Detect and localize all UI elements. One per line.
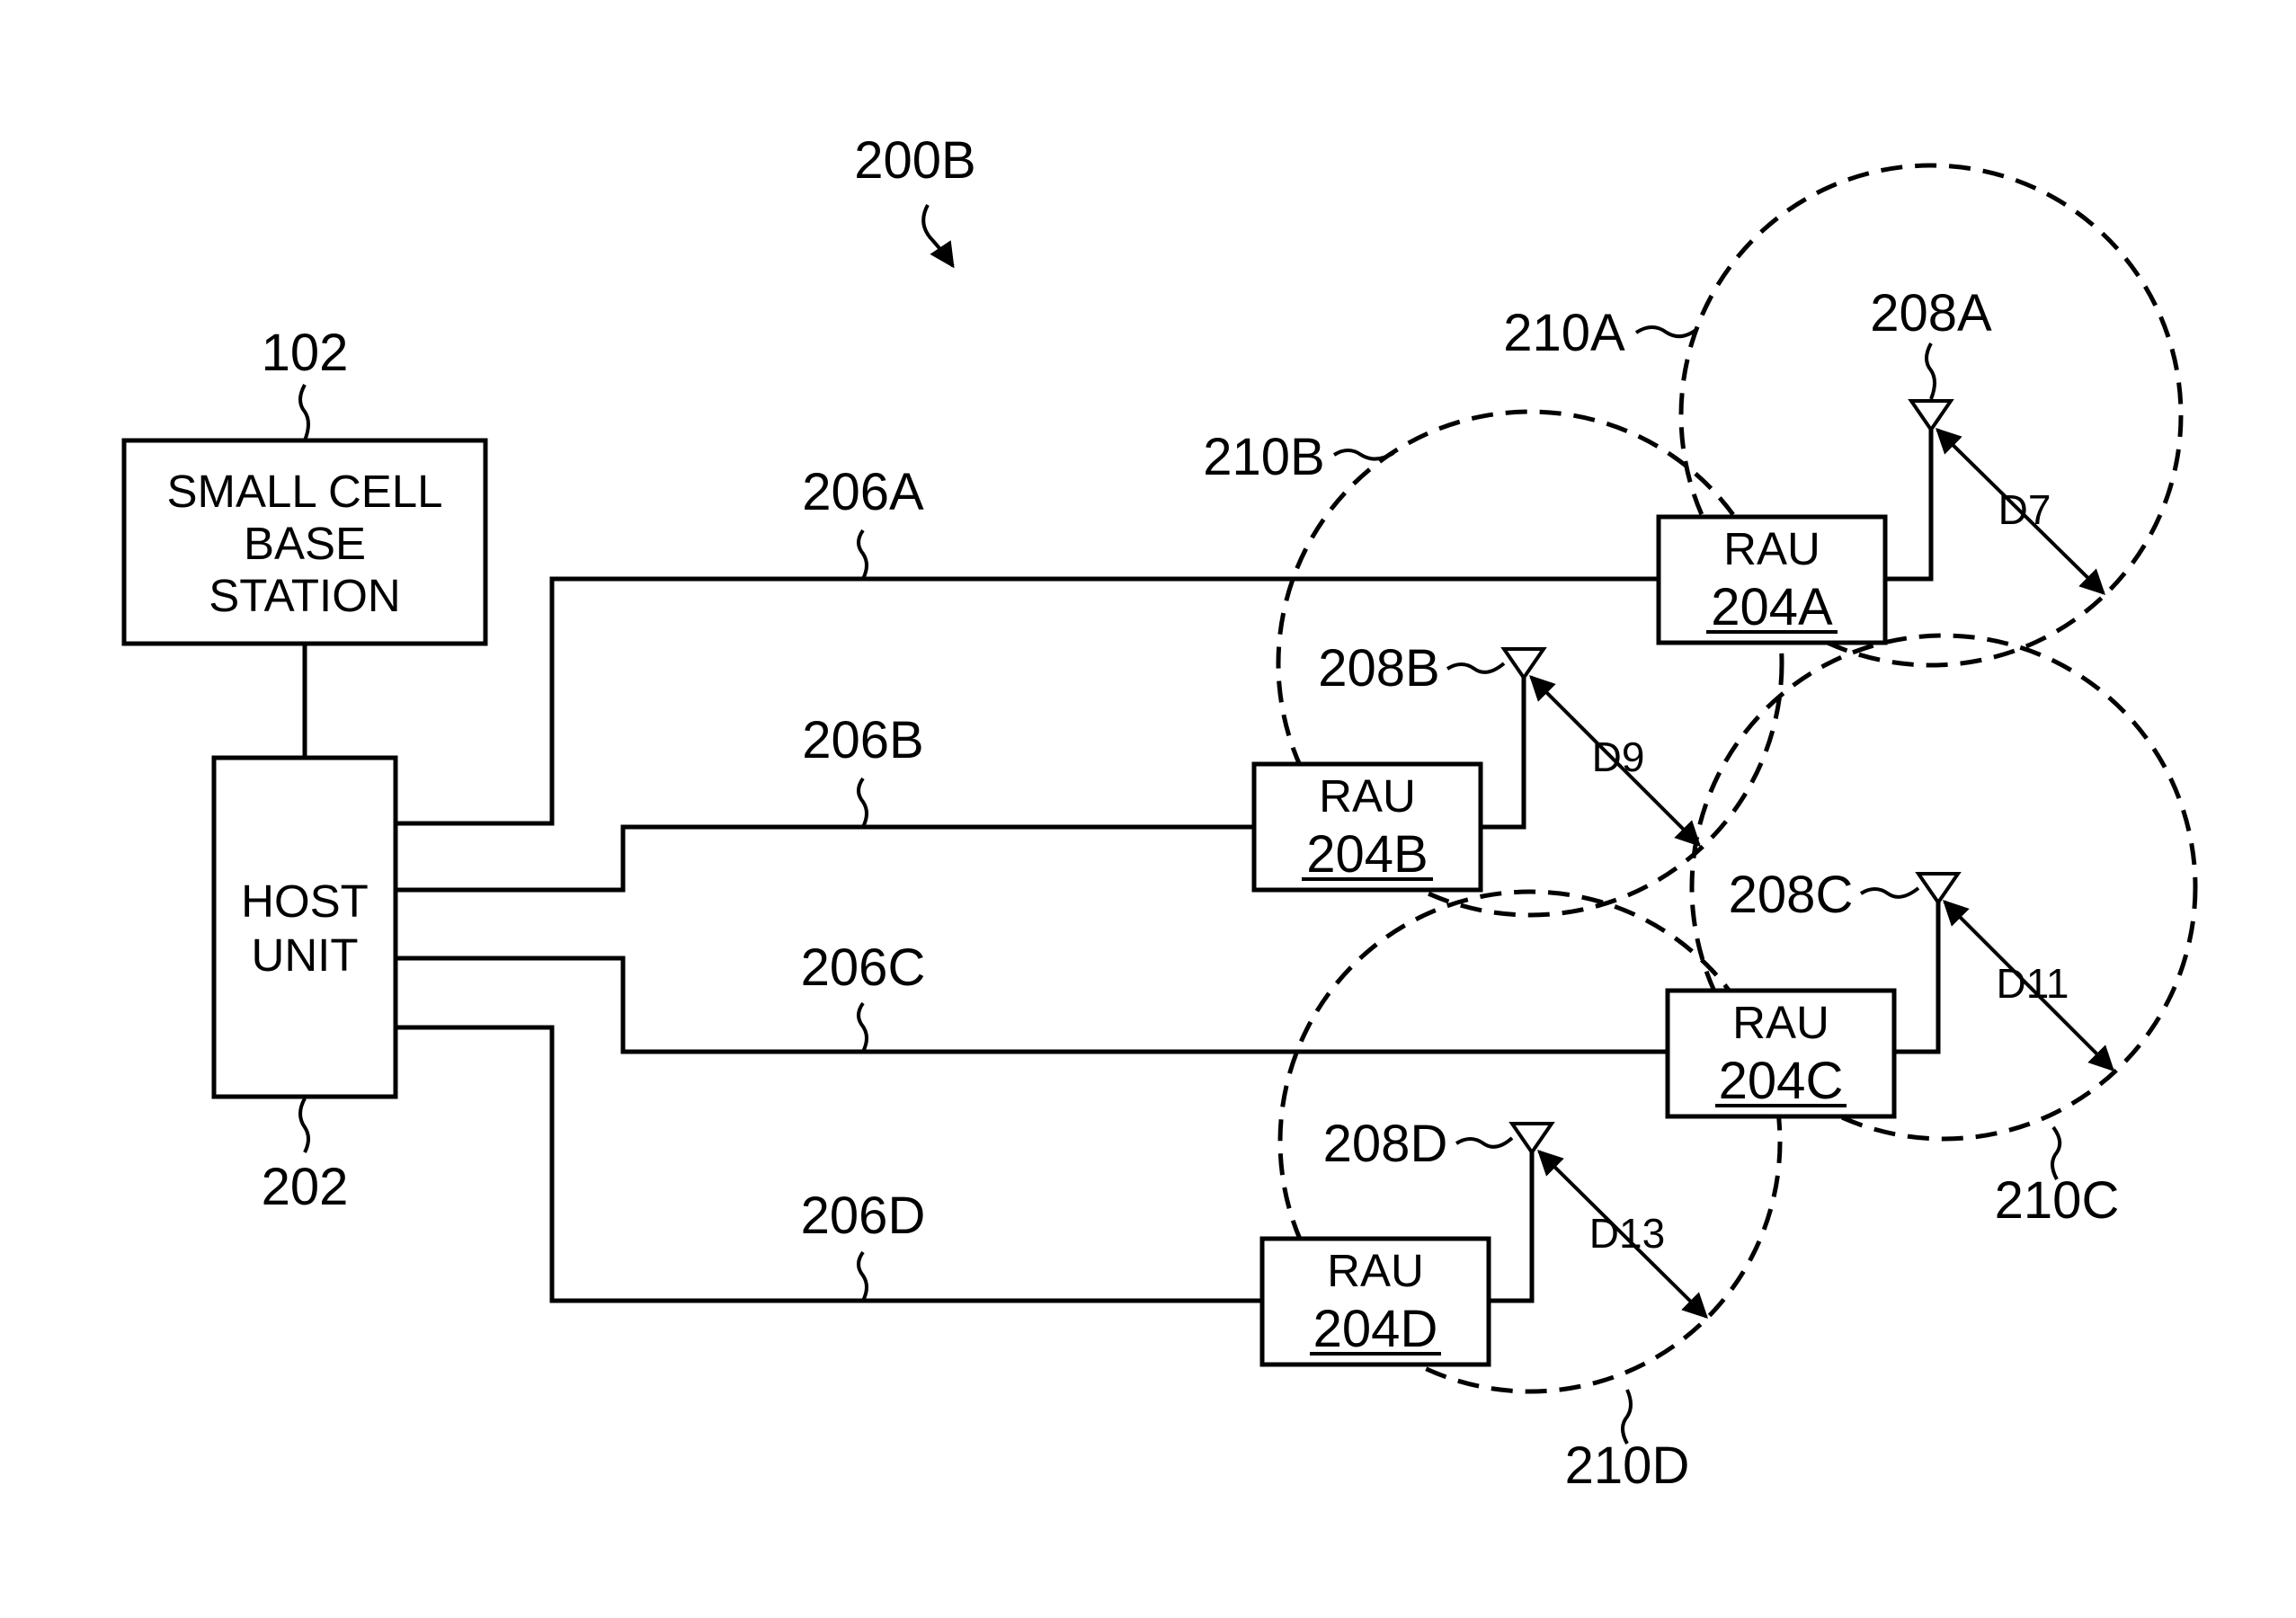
host-unit-box: [214, 758, 396, 1097]
rau-204a-feed: [1885, 419, 1931, 579]
coverage-area-210c-label: 210C: [1995, 1171, 2120, 1230]
link-206b-leader: [859, 778, 867, 827]
antenna-208c-label: 208C: [1729, 866, 1854, 924]
base-station-ref: 102: [262, 324, 349, 382]
coverage-area-210a-label: 210A: [1503, 304, 1625, 362]
link-206a-leader: [859, 530, 867, 579]
rau-204d-title: RAU: [1327, 1245, 1424, 1296]
antenna-208b-icon: [1504, 649, 1544, 678]
rau-204b-ref: 204B: [1306, 825, 1428, 884]
antenna-208d-leader: [1456, 1138, 1512, 1147]
rau-204c-title: RAU: [1732, 997, 1829, 1048]
antenna-208c-leader: [1861, 888, 1918, 897]
figure-label: 200B: [854, 131, 975, 190]
link-206b-label: 206B: [802, 711, 923, 769]
coverage-area-210a-leader: [1636, 327, 1697, 336]
coverage-area-210b-leader: [1334, 450, 1393, 459]
rau-204b-feed: [1481, 667, 1524, 827]
antenna-208b-leader: [1447, 663, 1504, 672]
distance-d13-label: D13: [1589, 1210, 1665, 1257]
coverage-area-210d-leader: [1623, 1390, 1631, 1444]
antenna-208c-icon: [1918, 874, 1958, 902]
rau-204c-ref: 204C: [1719, 1052, 1844, 1110]
rau-204b-title: RAU: [1319, 770, 1416, 822]
antenna-208a-leader: [1927, 343, 1935, 399]
host-unit-line-1: HOST: [241, 876, 369, 927]
host-unit-ref-leader: [300, 1098, 308, 1152]
base-station-line-1: SMALL CELL: [166, 466, 442, 517]
figure-label-leader: [923, 205, 953, 266]
base-station-ref-leader: [300, 385, 308, 440]
link-206c: [396, 958, 1668, 1052]
antenna-208d-icon: [1512, 1124, 1552, 1152]
base-station-line-3: STATION: [209, 570, 400, 621]
rau-204a-title: RAU: [1723, 523, 1820, 574]
antenna-208d-label: 208D: [1323, 1115, 1448, 1173]
distance-d9-label: D9: [1592, 733, 1645, 780]
link-206d: [396, 1027, 1262, 1301]
link-206d-label: 206D: [801, 1187, 926, 1245]
coverage-area-210b-label: 210B: [1203, 428, 1324, 486]
link-206b: [396, 827, 1254, 890]
link-206d-leader: [859, 1252, 867, 1301]
rau-204c-feed: [1894, 892, 1938, 1052]
antenna-208a-label: 208A: [1870, 284, 1992, 342]
distance-d7-label: D7: [1998, 486, 2051, 533]
rau-204d-ref: 204D: [1313, 1300, 1438, 1358]
host-unit-line-2: UNIT: [252, 929, 359, 981]
link-206c-label: 206C: [801, 938, 926, 997]
base-station-line-2: BASE: [244, 518, 366, 569]
rau-204a-ref: 204A: [1711, 578, 1833, 636]
coverage-area-210d-label: 210D: [1565, 1436, 1690, 1495]
antenna-208b-label: 208B: [1318, 639, 1439, 698]
host-unit-ref: 202: [262, 1158, 349, 1216]
link-206a-label: 206A: [802, 463, 924, 521]
distance-d11-label: D11: [1997, 960, 2069, 1007]
antenna-208a-icon: [1911, 401, 1951, 430]
link-206c-leader: [859, 1003, 867, 1052]
rau-204d-feed: [1489, 1142, 1532, 1301]
